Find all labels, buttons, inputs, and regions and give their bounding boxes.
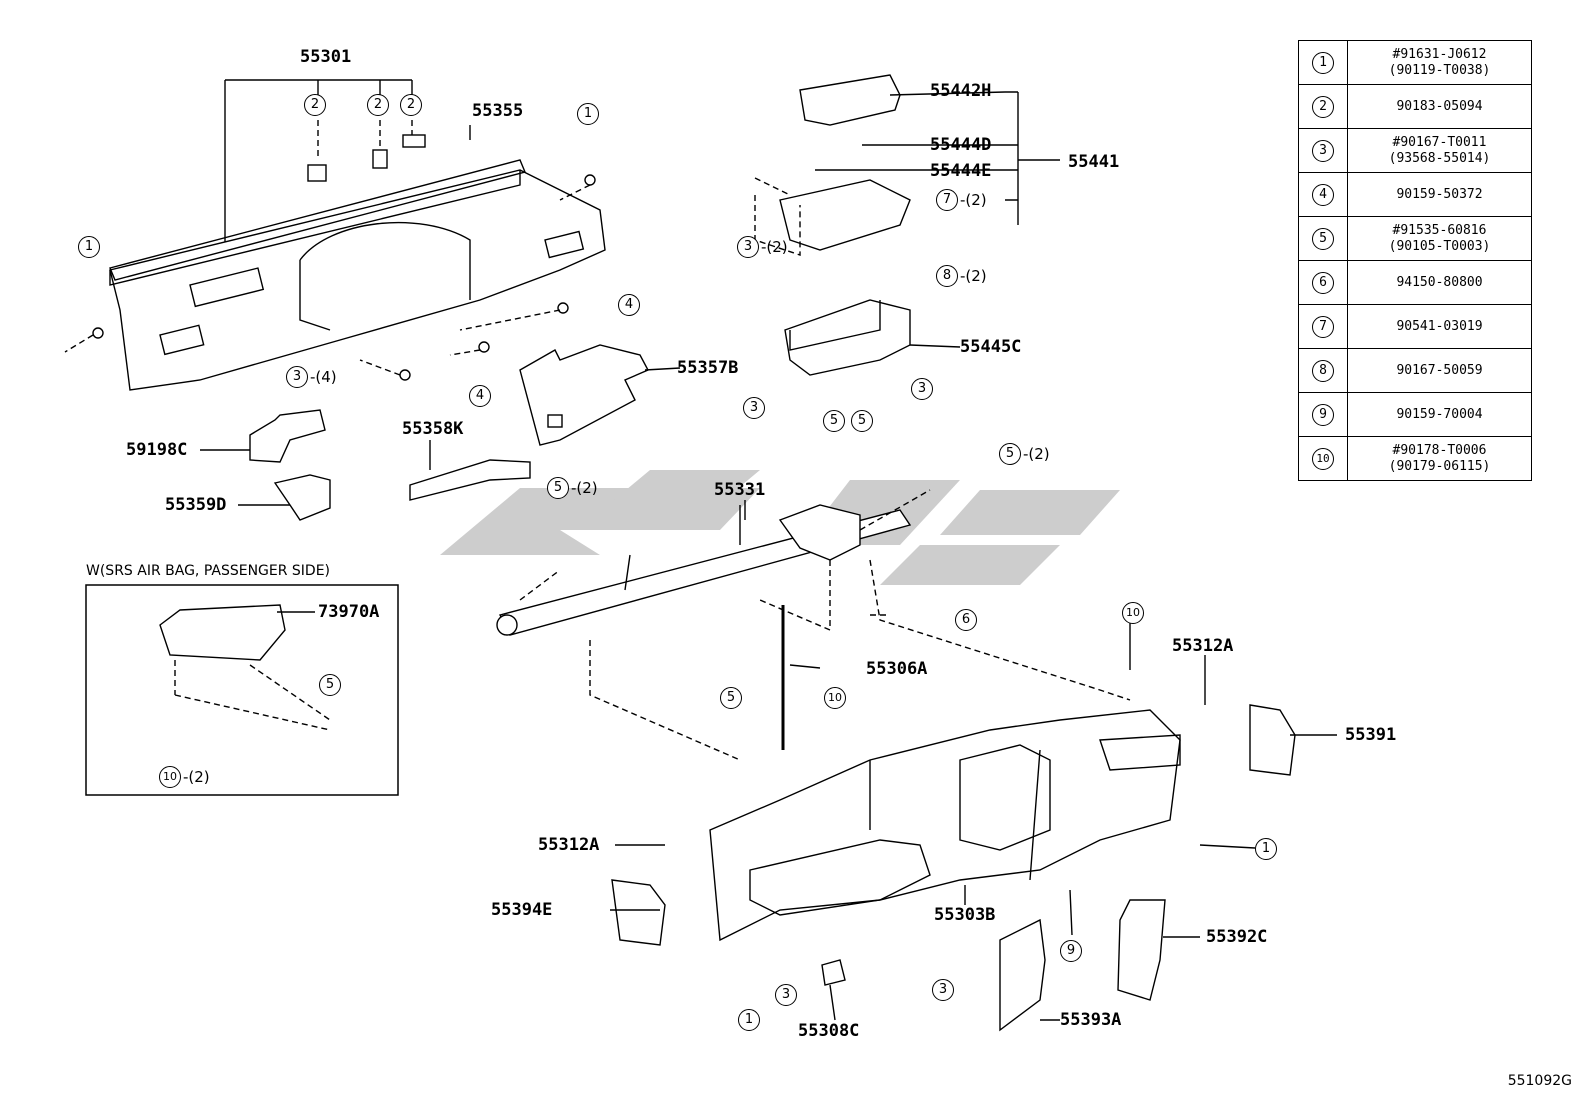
legend-part-number: 90159-70004 — [1396, 406, 1483, 422]
callout-5: 5 — [319, 673, 341, 696]
legend-part-number: (93568-55014) — [1388, 150, 1491, 166]
callout-3: 3 — [911, 377, 933, 400]
callout-9: 9 — [1060, 939, 1082, 962]
part-label-55312A-top: 55312A — [1172, 636, 1234, 656]
callout-5: 5 — [851, 409, 873, 432]
callout-3: 3 — [932, 978, 954, 1001]
part-label-55441: 55441 — [1068, 152, 1120, 172]
part-label-55357B: 55357B — [677, 358, 739, 378]
legend-row: 4 90159-50372 — [1298, 172, 1532, 217]
legend-callout-number: 2 — [1312, 95, 1334, 118]
legend-row: 8 90167-50059 — [1298, 348, 1532, 393]
legend-part-number: 90159-50372 — [1396, 186, 1483, 202]
callout-10: 10 — [1122, 601, 1144, 624]
part-label-55393A: 55393A — [1060, 1010, 1122, 1030]
legend-row: 3 #90167-T0011(93568-55014) — [1298, 128, 1532, 173]
part-label-55355: 55355 — [472, 101, 524, 121]
legend-part-number: (90179-06115) — [1388, 458, 1491, 474]
inset-title: W(SRS AIR BAG, PASSENGER SIDE) — [86, 563, 331, 579]
legend-row: 6 94150-80800 — [1298, 260, 1532, 305]
parts-legend-table: 1 #91631-J0612(90119-T0038) 2 90183-05094 3 #… — [1298, 40, 1532, 481]
callout-3-qty: 3-(4) — [286, 365, 337, 388]
callout-3-qty: 3-(2) — [737, 235, 788, 258]
part-label-59198C: 59198C — [126, 440, 188, 460]
legend-row: 2 90183-05094 — [1298, 84, 1532, 129]
legend-callout-number: 3 — [1312, 139, 1334, 162]
part-label-55442H: 55442H — [930, 81, 992, 101]
legend-part-number: 90183-05094 — [1396, 98, 1483, 114]
legend-part-number: 94150-80800 — [1396, 274, 1483, 290]
legend-callout-number: 5 — [1312, 227, 1334, 250]
legend-row: 10 #90178-T0006(90179-06115) — [1298, 436, 1532, 481]
callout-2: 2 — [400, 93, 422, 116]
callout-1: 1 — [738, 1008, 760, 1031]
callout-5-qty: 5-(2) — [547, 476, 598, 499]
legend-part-number: 90541-03019 — [1396, 318, 1483, 334]
callout-1: 1 — [1255, 837, 1277, 860]
part-label-55359D: 55359D — [165, 495, 227, 515]
legend-callout-number: 1 — [1312, 51, 1334, 74]
legend-callout-number: 4 — [1312, 183, 1334, 206]
legend-part-number: #91631-J0612 — [1392, 46, 1487, 62]
legend-part-number: (90119-T0038) — [1388, 62, 1491, 78]
part-label-55312A-left: 55312A — [538, 835, 600, 855]
legend-callout-number: 7 — [1312, 315, 1334, 338]
legend-row: 1 #91631-J0612(90119-T0038) — [1298, 40, 1532, 85]
legend-part-number: (90105-T0003) — [1388, 238, 1491, 254]
callout-2: 2 — [304, 93, 326, 116]
part-label-55301: 55301 — [300, 47, 352, 67]
diagram-code: 551092G — [1507, 1073, 1572, 1089]
legend-part-number: #90167-T0011 — [1392, 134, 1487, 150]
part-label-55306A: 55306A — [866, 659, 928, 679]
callout-5-qty: 5-(2) — [999, 442, 1050, 465]
callout-4: 4 — [618, 293, 640, 316]
callout-1: 1 — [78, 235, 100, 258]
part-label-73970A: 73970A — [318, 602, 380, 622]
legend-row: 5 #91535-60816(90105-T0003) — [1298, 216, 1532, 261]
callout-6: 6 — [955, 608, 977, 631]
part-label-55358K: 55358K — [402, 419, 464, 439]
callout-10: 10 — [824, 686, 846, 709]
part-label-55394E: 55394E — [491, 900, 553, 920]
callout-7-qty: 7-(2) — [936, 188, 987, 211]
legend-callout-number: 6 — [1312, 271, 1334, 294]
watermark-logo — [440, 470, 1120, 585]
legend-row: 9 90159-70004 — [1298, 392, 1532, 437]
part-label-55391: 55391 — [1345, 725, 1397, 745]
callout-3: 3 — [775, 983, 797, 1006]
part-label-55308C: 55308C — [798, 1021, 860, 1041]
callout-5: 5 — [823, 409, 845, 432]
part-label-55303B: 55303B — [934, 905, 996, 925]
part-label-55444D: 55444D — [930, 135, 992, 155]
callout-5: 5 — [720, 686, 742, 709]
callout-4: 4 — [469, 384, 491, 407]
part-label-55444E: 55444E — [930, 161, 992, 181]
callout-10-qty: 10-(2) — [159, 765, 210, 788]
legend-part-number: 90167-50059 — [1396, 362, 1483, 378]
legend-part-number: #91535-60816 — [1392, 222, 1487, 238]
callout-2: 2 — [367, 93, 389, 116]
part-label-55445C: 55445C — [960, 337, 1022, 357]
legend-part-number: #90178-T0006 — [1392, 442, 1487, 458]
callout-3: 3 — [743, 396, 765, 419]
legend-callout-number: 8 — [1312, 359, 1334, 382]
part-label-55392C: 55392C — [1206, 927, 1268, 947]
legend-callout-number: 10 — [1312, 447, 1334, 470]
callout-1: 1 — [577, 102, 599, 125]
legend-row: 7 90541-03019 — [1298, 304, 1532, 349]
legend-callout-number: 9 — [1312, 403, 1334, 426]
callout-8-qty: 8-(2) — [936, 264, 987, 287]
part-label-55331: 55331 — [714, 480, 766, 500]
